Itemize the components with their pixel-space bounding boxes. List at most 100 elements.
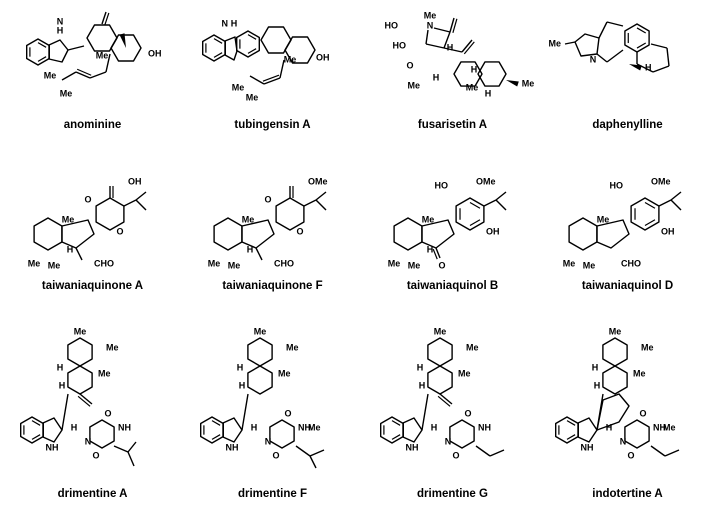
lactam-bond-3 bbox=[425, 43, 445, 49]
drimane-methyl-label-3: Me bbox=[278, 368, 291, 378]
gem-methyl-label-1: Me bbox=[388, 258, 401, 268]
methoxy-label: OMe bbox=[476, 176, 496, 186]
drimane-methyl-label-1: Me bbox=[74, 326, 87, 336]
angular-methyl-label: Me bbox=[62, 214, 75, 224]
ether-methyl-label: Me bbox=[407, 80, 420, 90]
quinone-o-label-2: O bbox=[116, 226, 123, 236]
carbonyl-o-label-2: O bbox=[627, 450, 634, 460]
isopropyl-bond-2 bbox=[309, 449, 325, 457]
isopropyl-bond-1 bbox=[658, 199, 672, 207]
bridge-bond-1 bbox=[650, 43, 668, 49]
benzene-ring-inner bbox=[236, 30, 261, 58]
carbonyl-o-label-1: O bbox=[284, 408, 291, 418]
drimane-methyl-label-3: Me bbox=[633, 368, 646, 378]
amine-n-label: N bbox=[590, 54, 597, 64]
methoxy-label: OMe bbox=[651, 176, 671, 186]
benzene-ring-double-bond bbox=[391, 420, 401, 426]
gem-methyl-label-2: Me bbox=[408, 260, 421, 270]
exo-methylene-bond bbox=[101, 11, 107, 25]
aldehyde-label: CHO bbox=[94, 258, 114, 268]
ring-h-label: H bbox=[251, 422, 258, 432]
quinone-o-label-2: O bbox=[296, 226, 303, 236]
linker-bond bbox=[421, 393, 429, 431]
methyl-label: Me bbox=[284, 54, 297, 64]
carbonyl-o-label-1: O bbox=[639, 408, 646, 418]
ring-h-label: H bbox=[431, 422, 438, 432]
cyclohexane-ring bbox=[568, 217, 598, 251]
compound-name: fusarisetin A bbox=[417, 119, 488, 131]
ketone-carbonyl-double bbox=[463, 41, 475, 55]
angular-methyl-label: Me bbox=[242, 214, 255, 224]
ketone-bond-double bbox=[432, 248, 438, 260]
bridge-bond-3 bbox=[652, 65, 670, 73]
ether-o-label: O bbox=[406, 60, 413, 70]
drimane-methyl-label-1: Me bbox=[434, 326, 447, 336]
methoxy-label: OMe bbox=[308, 176, 328, 186]
methyl-bond bbox=[564, 41, 576, 45]
aromatic-ring-double-bond bbox=[469, 219, 481, 227]
prenyl-chain-3 bbox=[75, 71, 91, 79]
ring-h-label: H bbox=[645, 62, 652, 72]
compound-name: taiwaniaquinone F bbox=[222, 280, 323, 292]
quinone-ring bbox=[275, 197, 305, 231]
quinone-o-label-1: O bbox=[84, 194, 91, 204]
amide-n-label-1: N bbox=[265, 436, 272, 446]
diketopiperazine-ring bbox=[449, 419, 475, 449]
aldehyde-label: CHO bbox=[621, 258, 641, 268]
isopropyl-bond-2 bbox=[315, 191, 327, 201]
drimane-methyl-label-2: Me bbox=[641, 342, 654, 352]
hydroxyl-label-top: HO bbox=[435, 180, 449, 190]
benzene-ring-double-bond bbox=[31, 420, 41, 426]
drimane-h-label-2: H bbox=[239, 380, 246, 390]
lactam-bond-4 bbox=[425, 29, 429, 45]
ring-h-label: H bbox=[606, 422, 613, 432]
exo-methylene-bond-double bbox=[77, 395, 91, 407]
diketopiperazine-ring bbox=[624, 419, 650, 449]
isopropyl-bond-1 bbox=[303, 199, 317, 207]
aldehyde-label: CHO bbox=[274, 258, 294, 268]
isobutyl-bond-2 bbox=[127, 441, 137, 453]
lactam-bond-2 bbox=[443, 31, 451, 49]
amide-nh-label: NH bbox=[118, 422, 131, 432]
drimane-h-label-1: H bbox=[237, 362, 244, 372]
aromatic-ring-double-bond bbox=[469, 201, 481, 209]
compound-name: drimentine G bbox=[417, 488, 488, 500]
drimane-h-label-2: H bbox=[59, 380, 66, 390]
decalin-h-label-2: H bbox=[485, 88, 492, 98]
isopropyl-bond-2 bbox=[135, 191, 147, 201]
drimane-methyl-label-2: Me bbox=[286, 342, 299, 352]
prenyl-methyl-label-2: Me bbox=[60, 88, 73, 98]
angular-methyl-label: Me bbox=[597, 214, 610, 224]
angular-methyl-label: Me bbox=[466, 82, 479, 92]
quinone-o-label-1: O bbox=[264, 194, 271, 204]
isopropyl-bond-3 bbox=[135, 199, 147, 211]
cyclohexane-ring bbox=[393, 217, 423, 251]
aromatic-ring bbox=[630, 197, 660, 231]
compound-name: tubingensin A bbox=[234, 119, 311, 131]
aromatic-ring-double-bond bbox=[644, 201, 656, 209]
diketopiperazine-ring bbox=[89, 419, 115, 449]
ketone-carbonyl bbox=[461, 39, 473, 53]
prenyl-chain-2-double bbox=[262, 74, 280, 82]
exo-methylene-bond-double bbox=[104, 12, 110, 26]
benzene-ring-double-bond bbox=[211, 434, 221, 440]
n-methyl-label: Me bbox=[308, 422, 321, 432]
pyrrolidine-ring bbox=[222, 417, 243, 443]
compound-name: taiwaniaquinone A bbox=[41, 280, 144, 292]
isobutyl-bond-1 bbox=[113, 445, 129, 453]
amide-n-label-1: N bbox=[620, 436, 627, 446]
amide-n-label-1: N bbox=[85, 436, 92, 446]
prenyl-methyl-label-1: Me bbox=[232, 82, 245, 92]
n-methyl-label: Me bbox=[663, 422, 676, 432]
